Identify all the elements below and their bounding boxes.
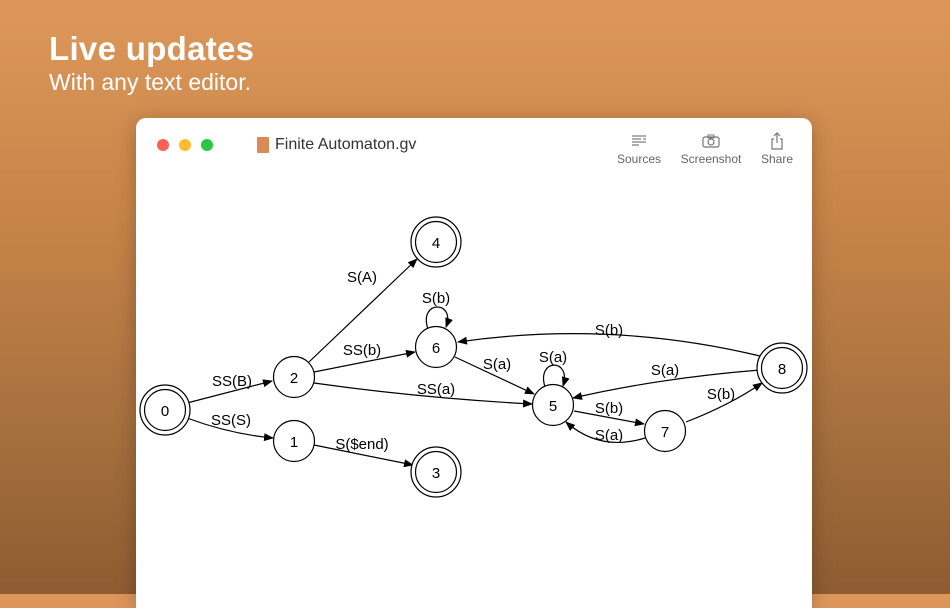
edge-7-5 <box>565 421 646 444</box>
node-label: 7 <box>661 424 669 441</box>
edge-label: SS(B) <box>212 373 252 390</box>
node-label: 8 <box>778 361 786 378</box>
edge-8-5 <box>572 369 761 400</box>
edge-label: S(b) <box>595 400 623 417</box>
share-button[interactable]: Share <box>756 130 798 166</box>
edge-label: S(b) <box>422 290 450 307</box>
edge-6-6 <box>425 306 453 330</box>
node-6 <box>414 325 458 369</box>
screenshot-label: Screenshot <box>680 152 742 166</box>
edge-6-5 <box>454 356 535 395</box>
screenshot-button[interactable]: Screenshot <box>676 130 746 166</box>
document-icon <box>257 137 269 153</box>
camera-icon <box>676 130 746 152</box>
edge-label: S($end) <box>335 436 388 453</box>
node-3 <box>410 446 462 498</box>
edge-label: SS(b) <box>343 342 381 359</box>
node-label: 2 <box>290 370 298 387</box>
node-1 <box>272 419 316 463</box>
edge-0-2 <box>186 379 273 404</box>
node-7 <box>643 409 687 453</box>
node-label: 6 <box>432 340 440 357</box>
node-4 <box>410 216 462 268</box>
automaton-graph: SS(B) SS(S) S(A) SS(b) SS(a) S($end) S(b… <box>139 216 808 498</box>
node-label: 3 <box>432 465 440 482</box>
sources-label: Sources <box>616 152 662 166</box>
node-5 <box>531 383 575 427</box>
edge-label: S(a) <box>539 349 567 366</box>
edge-5-5 <box>542 364 570 388</box>
node-label: 5 <box>549 398 557 415</box>
minimize-button[interactable] <box>179 139 191 151</box>
window-title: Finite Automaton.gv <box>257 136 416 154</box>
hero-subtitle: With any text editor. <box>49 69 251 95</box>
edge-label: S(a) <box>595 427 623 444</box>
zoom-button[interactable] <box>201 139 213 151</box>
edge-7-8 <box>685 382 763 423</box>
edge-label: SS(S) <box>211 412 251 429</box>
close-button[interactable] <box>157 139 169 151</box>
hero-title: Live updates <box>49 30 255 67</box>
node-label: 1 <box>290 434 298 451</box>
edge-label: S(a) <box>483 356 511 373</box>
edge-5-7 <box>573 410 645 427</box>
edge-2-5 <box>313 382 533 408</box>
sources-button[interactable]: Sources <box>614 130 664 166</box>
edge-label: S(a) <box>651 362 679 379</box>
window-title-text: Finite Automaton.gv <box>275 136 417 153</box>
edge-label: S(b) <box>707 386 735 403</box>
share-icon <box>756 130 798 152</box>
edge-label: SS(a) <box>417 381 455 398</box>
edge-0-1 <box>186 417 274 442</box>
edge-8-6 <box>457 333 761 357</box>
edge-label: S(b) <box>595 322 623 339</box>
edge-2-4 <box>308 258 418 363</box>
edge-label: S(A) <box>347 269 377 286</box>
edge-2-6 <box>313 349 416 373</box>
sources-icon <box>614 130 664 152</box>
node-2 <box>272 355 316 399</box>
node-0 <box>139 384 191 436</box>
app-window: Finite Automaton.gv Sources Screenshot S… <box>136 118 812 608</box>
edge-1-3 <box>313 444 414 468</box>
node-8 <box>756 342 808 394</box>
node-label: 4 <box>432 235 440 252</box>
share-label: Share <box>760 152 794 166</box>
node-label: 0 <box>161 403 169 420</box>
